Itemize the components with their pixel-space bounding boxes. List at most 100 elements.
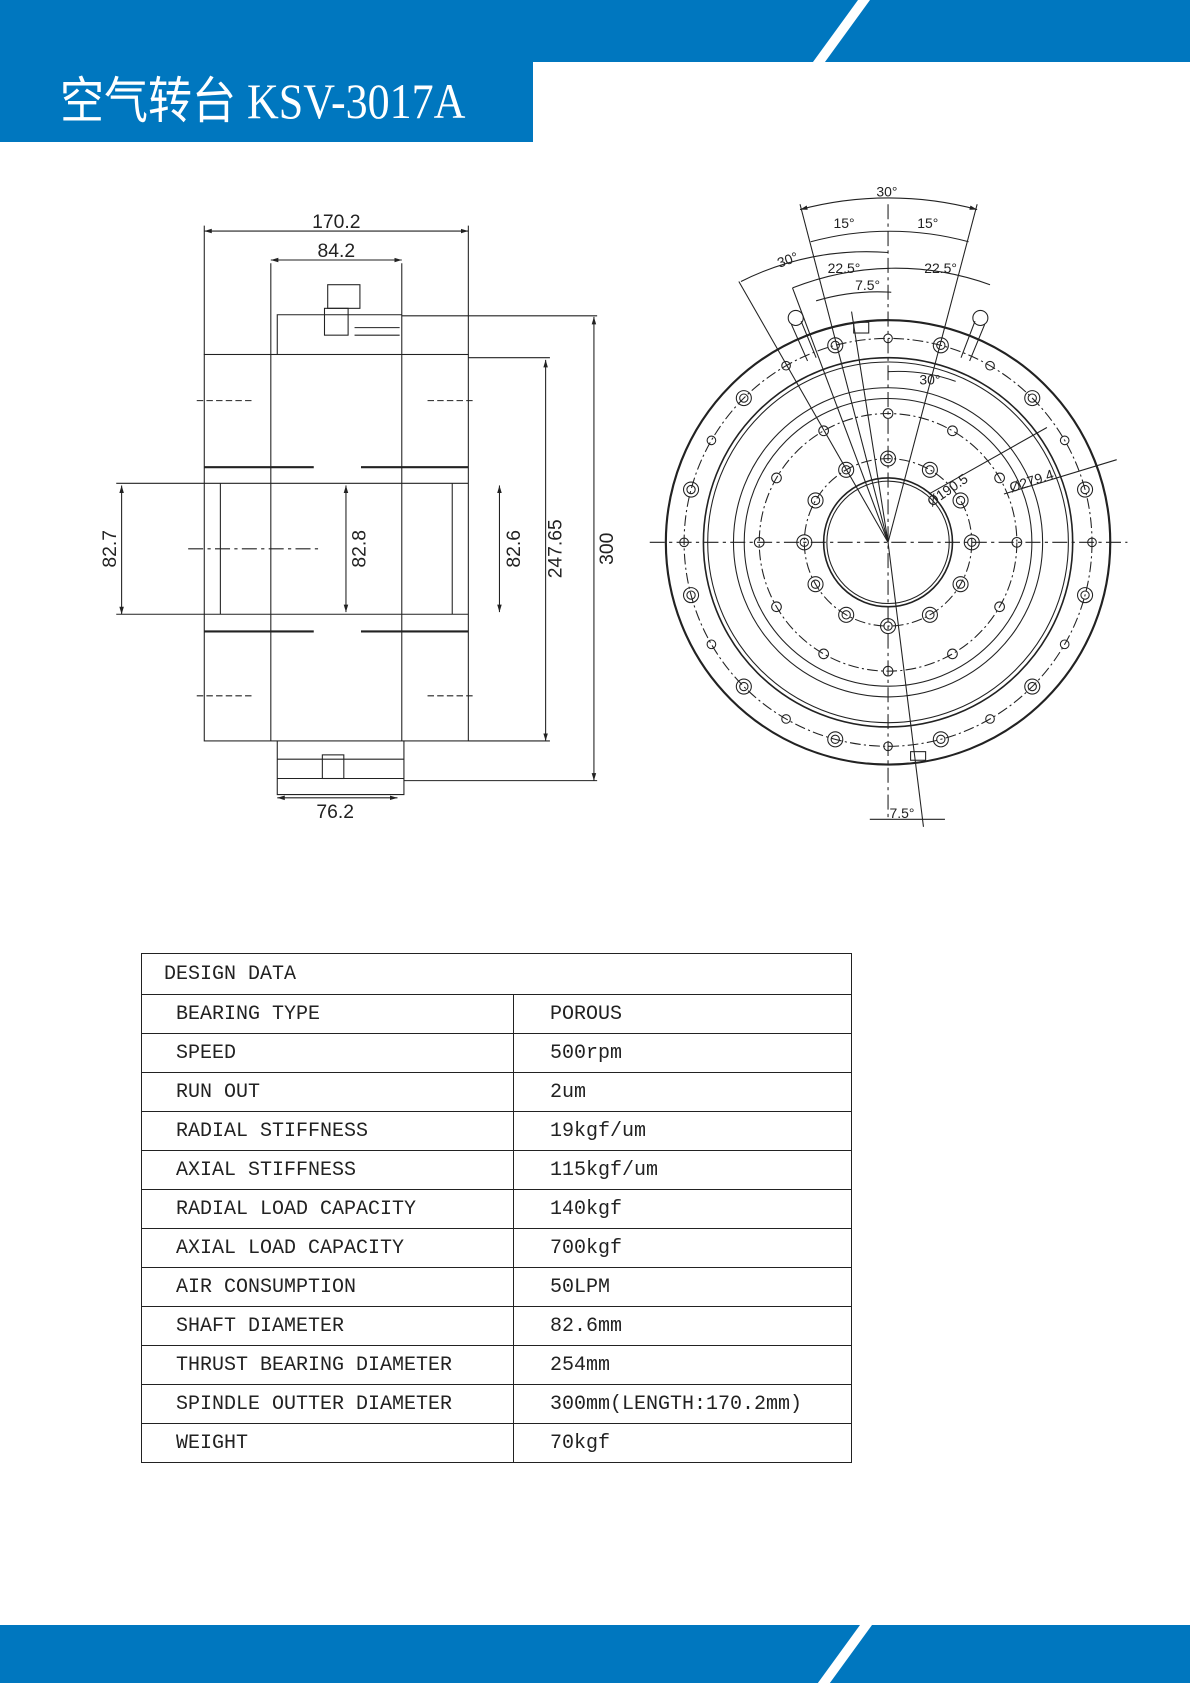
row-value: 115kgf/um — [513, 1150, 852, 1190]
row-label: RADIAL LOAD CAPACITY — [141, 1189, 514, 1229]
hub-hole-icon — [955, 495, 966, 506]
outer-hole-icon — [1080, 590, 1090, 600]
angle-left-22-5: 22.5° — [828, 260, 861, 276]
outer-hole-icon — [932, 337, 949, 354]
row-label: RADIAL STIFFNESS — [141, 1111, 514, 1151]
dim-center-bore: 82.8 — [349, 530, 370, 568]
angle-left-15: 15° — [833, 215, 854, 231]
hub-hole-icon — [810, 579, 821, 589]
outer-hole-icon — [830, 734, 840, 745]
mid-tap-hole-icon — [882, 408, 894, 419]
hub-hole-icon — [879, 450, 897, 467]
outer-hole-icon — [1077, 481, 1094, 498]
angle-left-30: 30° — [775, 248, 800, 270]
mid-tap-hole-icon — [947, 425, 958, 437]
dim-bottom-width: 76.2 — [316, 802, 354, 823]
footer-band — [0, 1625, 1190, 1683]
mid-tap-hole-icon — [771, 472, 782, 484]
row-label: AXIAL STIFFNESS — [141, 1150, 514, 1190]
outer-hole-icon — [936, 340, 946, 351]
outer-tap-hole-icon — [1059, 435, 1070, 446]
outer-hole-icon — [735, 678, 752, 695]
hub-hole-icon — [841, 465, 851, 475]
angle-7-5-top: 7.5° — [855, 277, 880, 293]
outer-tap-hole-icon — [883, 333, 893, 344]
hub-hole-icon — [838, 606, 855, 623]
angle-right-15: 15° — [917, 215, 938, 231]
table-header-row: DESIGN DATA — [141, 953, 852, 995]
angle-right-22-5: 22.5° — [924, 260, 957, 276]
outer-tap-hole-icon — [706, 639, 717, 650]
hub-hole-icon — [883, 453, 893, 464]
hub-hole-icon — [925, 465, 935, 475]
hub-hole-icon — [963, 534, 980, 551]
mid-tap-hole-icon — [818, 425, 830, 437]
technical-drawing: 170.2 84.2 76.2 82.7 82.8 82.6 247.65 30… — [100, 184, 1128, 827]
dia-279-4: Ø279.4 — [1007, 466, 1056, 495]
row-label: SHAFT DIAMETER — [141, 1306, 514, 1346]
row-value: POROUS — [513, 994, 852, 1034]
outer-hole-icon — [686, 590, 696, 600]
hub-hole-icon — [921, 606, 938, 623]
outer-hole-icon — [827, 731, 844, 748]
row-label: BEARING TYPE — [141, 994, 514, 1034]
hub-hole-icon — [952, 492, 969, 509]
mid-tap-hole-icon — [882, 665, 894, 677]
dim-total-width: 170.2 — [312, 212, 360, 233]
row-value: 2um — [513, 1072, 852, 1112]
angle-top-30: 30° — [876, 184, 897, 200]
top-view — [649, 197, 1128, 827]
hub-hole-icon — [883, 621, 893, 631]
angle-7-5-bottom: 7.5° — [890, 805, 915, 821]
mid-tap-hole-icon — [1011, 536, 1023, 548]
header-band — [0, 0, 1190, 62]
outer-tap-hole-icon — [781, 360, 791, 371]
row-value: 500rpm — [513, 1033, 852, 1073]
outer-hole-icon — [682, 481, 700, 498]
angle-inner-30: 30° — [919, 372, 940, 388]
table-title: DESIGN DATA — [141, 953, 852, 995]
hub-hole-icon — [810, 495, 821, 506]
hub-hole-icon — [952, 576, 969, 593]
hub-hole-icon — [879, 618, 897, 635]
mid-tap-hole-icon — [994, 472, 1005, 484]
hub-hole-icon — [955, 579, 966, 589]
hub-hole-icon — [838, 461, 855, 478]
row-label: THRUST BEARING DIAMETER — [141, 1345, 514, 1385]
outer-tap-hole-icon — [706, 435, 717, 446]
mid-tap-hole-icon — [994, 601, 1005, 613]
outer-tap-hole-icon — [883, 741, 893, 752]
dim-right-bore: 82.6 — [504, 530, 525, 568]
row-value: 700kgf — [513, 1228, 852, 1268]
hub-hole-icon — [799, 537, 809, 548]
dim-top-width: 84.2 — [318, 241, 356, 262]
page-title: 空气转台 KSV-3017A — [60, 73, 466, 129]
row-label: AXIAL LOAD CAPACITY — [141, 1228, 514, 1268]
hub-hole-icon — [807, 492, 824, 509]
title-box — [0, 62, 533, 142]
outer-hole-icon — [735, 390, 752, 407]
dim-body-height: 247.65 — [546, 519, 567, 578]
outer-tap-hole-icon — [781, 714, 791, 724]
mid-tap-hole-icon — [818, 648, 830, 660]
outer-hole-icon — [830, 340, 840, 351]
hub-hole-icon — [921, 461, 938, 478]
outer-hole-icon — [739, 393, 749, 403]
row-value: 50LPM — [513, 1267, 852, 1307]
hub-hole-icon — [841, 610, 851, 620]
outer-hole-icon — [1024, 390, 1041, 407]
outer-hole-icon — [739, 681, 749, 692]
side-view — [116, 225, 598, 801]
row-label: SPINDLE OUTTER DIAMETER — [141, 1384, 514, 1424]
